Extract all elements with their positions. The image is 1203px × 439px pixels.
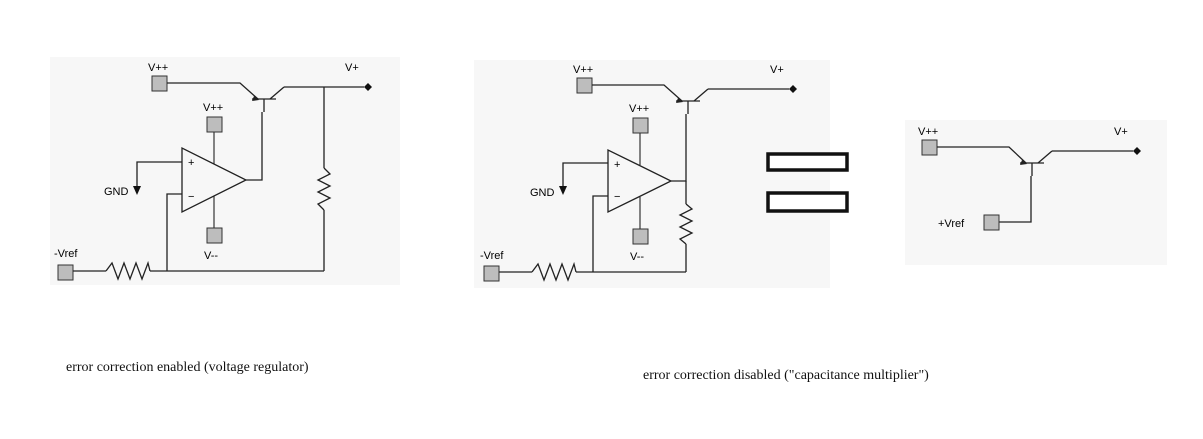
middle-vpp-terminal	[576, 77, 593, 94]
right-vpp-terminal	[921, 139, 938, 156]
right-circuit: V++ V+ +Vref	[918, 126, 1141, 231]
middle-opamp-vmm-label: V--	[630, 251, 644, 263]
left-circuit-panel	[50, 57, 400, 285]
left-opamp-output-wire	[246, 112, 263, 181]
left-vref-label: -Vref	[54, 248, 78, 260]
left-collector-wire	[167, 82, 259, 100]
left-opamp-vmm-terminal	[206, 227, 223, 244]
middle-input-resistor	[531, 261, 577, 282]
right-vref-label: +Vref	[938, 218, 965, 230]
left-vpp-label: V++	[148, 62, 168, 74]
right-vpp-label: V++	[918, 126, 938, 138]
left-opamp-vpp-label: V++	[203, 102, 223, 114]
right-circuit-panel	[905, 120, 1167, 265]
left-vref-terminal	[57, 264, 74, 281]
middle-opamp-plus-sign: +	[614, 159, 620, 171]
middle-gnd-arrow	[559, 186, 567, 195]
middle-caption: error correction disabled ("capacitance …	[643, 368, 929, 383]
left-opamp-minus-sign: −	[188, 191, 194, 203]
left-transistor	[252, 86, 285, 112]
left-output-label: V+	[345, 62, 359, 74]
left-gnd-wire	[136, 161, 182, 188]
middle-gnd-label: GND	[530, 187, 555, 199]
left-input-resistor	[105, 260, 151, 281]
middle-gnd-wire	[562, 162, 608, 188]
middle-output-node	[789, 85, 797, 93]
middle-circuit: V++ V+ + − V++ V-- GND	[480, 64, 797, 282]
left-opamp-plus-sign: +	[188, 157, 194, 169]
middle-vref-terminal	[483, 265, 500, 282]
right-output-label: V+	[1114, 126, 1128, 138]
right-base-wire	[999, 176, 1032, 223]
left-caption: error correction enabled (voltage regula…	[66, 360, 309, 375]
left-output-node	[364, 83, 372, 91]
left-opamp-vpp-terminal	[206, 116, 223, 133]
right-collector-wire	[937, 146, 1027, 164]
middle-opamp-vmm-terminal	[632, 228, 649, 245]
equals-sign	[766, 152, 849, 213]
left-gnd-arrow	[133, 186, 141, 195]
left-circuit: V++ V+ + − V++ V-- GND	[54, 62, 372, 281]
middle-minus-input-wire	[592, 195, 608, 272]
middle-feedback-resistor	[678, 203, 694, 245]
left-minus-input-wire	[166, 193, 182, 271]
middle-circuit-panel	[474, 60, 830, 288]
middle-opamp-minus-sign: −	[614, 191, 620, 203]
right-vref-terminal	[983, 214, 1000, 231]
left-gnd-label: GND	[104, 186, 129, 198]
middle-vref-label: -Vref	[480, 250, 504, 262]
middle-output-label: V+	[770, 64, 784, 76]
right-output-node	[1133, 147, 1141, 155]
middle-opamp-vpp-label: V++	[629, 103, 649, 115]
middle-transistor	[676, 88, 709, 114]
middle-opamp-vpp-terminal	[632, 117, 649, 134]
right-transistor	[1020, 150, 1053, 176]
left-opamp-vmm-label: V--	[204, 250, 218, 262]
middle-vpp-label: V++	[573, 64, 593, 76]
left-vpp-terminal	[151, 75, 168, 92]
left-feedback-resistor	[316, 167, 332, 211]
middle-collector-wire	[592, 84, 683, 102]
middle-opamp	[607, 148, 673, 214]
